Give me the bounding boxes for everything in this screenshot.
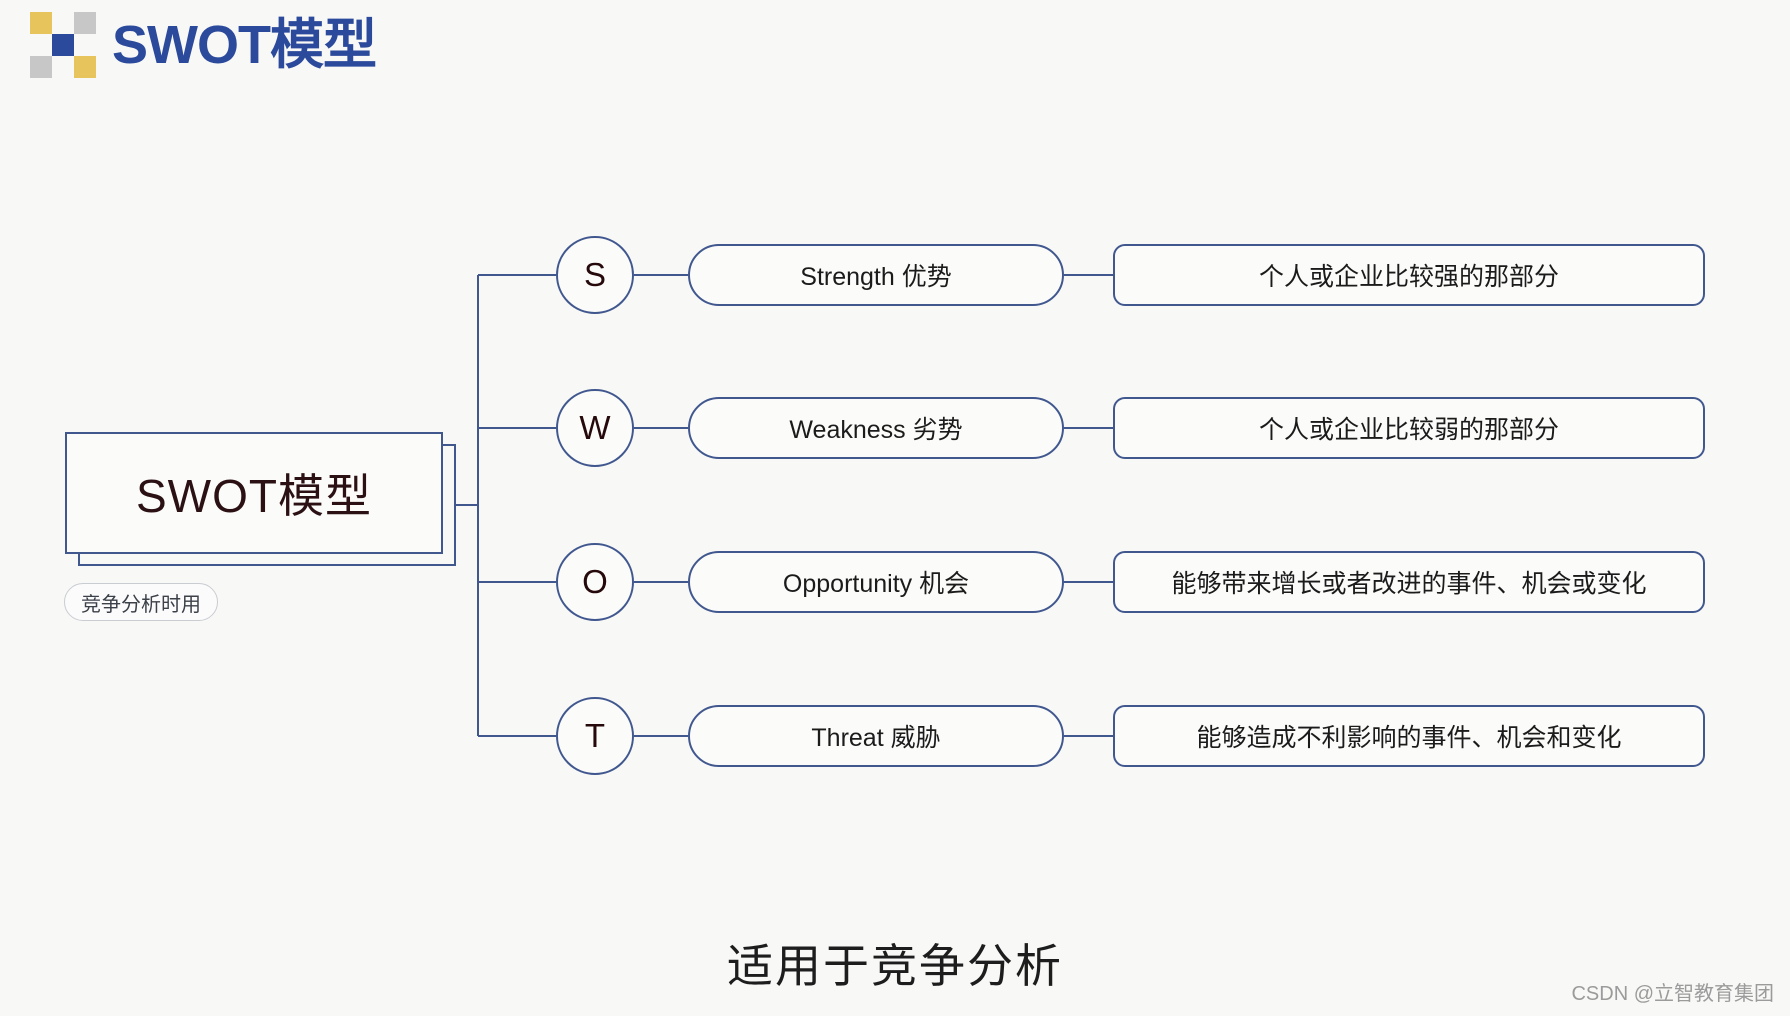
label-pill-t-text: Threat 威胁 [811,724,941,752]
label-pill-t[interactable]: Threat 威胁 [688,705,1064,767]
label-pill-o[interactable]: Opportunity 机会 [688,551,1064,613]
description-box-o-text: 能够带来增长或者改进的事件、机会或变化 [1171,570,1647,598]
description-box-w-text: 个人或企业比较弱的那部分 [1258,416,1559,444]
description-box-s[interactable]: 个人或企业比较强的那部分 [1113,244,1705,306]
slide-header: SWOT模型 [0,0,1790,100]
description-box-o[interactable]: 能够带来增长或者改进的事件、机会或变化 [1113,551,1705,613]
label-pill-w[interactable]: Weakness 劣势 [688,397,1064,459]
root-node[interactable]: SWOT模型 [65,432,443,554]
letter-circle-s-label: S [583,256,606,293]
description-box-w[interactable]: 个人或企业比较弱的那部分 [1113,397,1705,459]
letter-circle-w[interactable]: W [556,389,634,467]
logo-cell-3 [74,12,96,34]
watermark: CSDN @立智教育集团 [1571,983,1774,1005]
letter-circle-o[interactable]: O [556,543,634,621]
swot-logo-icon [30,12,96,78]
label-pill-s[interactable]: Strength 优势 [688,244,1064,306]
letter-circle-w-label: W [579,409,611,446]
letter-circle-t[interactable]: T [556,697,634,775]
letter-circle-s[interactable]: S [556,236,634,314]
label-pill-o-text: Opportunity 机会 [782,570,970,598]
page-title: SWOT模型 [112,15,377,75]
label-pill-s-text: Strength 优势 [800,263,952,291]
letter-circle-o-label: O [582,563,608,600]
label-pill-w-text: Weakness 劣势 [789,416,963,444]
description-box-t[interactable]: 能够造成不利影响的事件、机会和变化 [1113,705,1705,767]
description-box-s-text: 个人或企业比较强的那部分 [1258,263,1559,291]
description-box-t-text: 能够造成不利影响的事件、机会和变化 [1196,724,1622,752]
logo-cell-7 [30,56,52,78]
logo-cell-9 [74,56,96,78]
logo-cell-5 [52,34,74,56]
root-node-badge-label: 竞争分析时用 [81,593,201,616]
root-node-badge: 竞争分析时用 [64,583,218,621]
logo-cell-1 [30,12,52,34]
root-node-label: SWOT模型 [136,470,372,522]
letter-circle-t-label: T [584,717,606,754]
slide-caption: 适用于竞争分析 [727,940,1063,992]
